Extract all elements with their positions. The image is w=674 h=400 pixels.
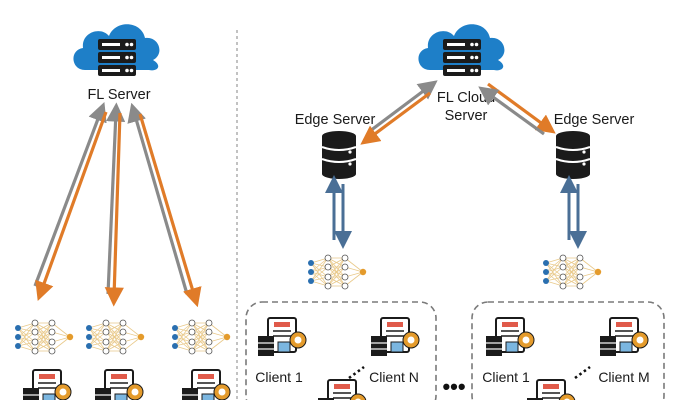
client-continuation-dots [574, 365, 591, 380]
downlink-arrow [138, 113, 202, 308]
downlink-arrow [35, 111, 108, 302]
neural-network-icon [307, 254, 367, 290]
client-device-icon [22, 369, 72, 400]
neural-network-icon [542, 254, 602, 290]
client-device-icon [370, 317, 420, 357]
fl-cloud-label: Server [445, 108, 488, 124]
neural-network-icon [14, 319, 74, 355]
client-continuation-dots [348, 365, 365, 380]
fl-cloud-server-icon [418, 24, 505, 76]
client-device-icon [317, 379, 367, 400]
client-device-icon [94, 369, 144, 400]
downlink-arrow [478, 86, 545, 136]
uplink-arrow [487, 82, 556, 134]
uplink-arrow [127, 102, 189, 295]
neural-network-icon [85, 319, 145, 355]
client-device-icon [599, 317, 649, 357]
client-device-icon [485, 317, 535, 357]
client-device-icon [257, 317, 307, 357]
client-group-right [471, 301, 665, 400]
edge-server-db-icon [555, 130, 591, 180]
edge-server-label-right: Edge Server [554, 112, 635, 128]
client-label: Client N [369, 369, 419, 385]
group-ellipsis: ••• [442, 374, 465, 399]
client-group-left [245, 301, 437, 400]
uplink-arrow [369, 80, 438, 133]
downlink-arrow [360, 91, 431, 145]
neural-network-icon [171, 319, 231, 355]
client-label: Client 1 [255, 369, 303, 385]
fl-server-cloud-icon [73, 24, 160, 76]
client-label: Client 1 [482, 369, 530, 385]
uplink-arrow [105, 102, 126, 295]
client-device-icon [181, 369, 231, 400]
client-label: Client M [598, 369, 649, 385]
client-device-icon [526, 379, 576, 400]
edge-server-label-left: Edge Server [295, 112, 376, 128]
uplink-arrow [33, 102, 107, 287]
downlink-arrow [104, 112, 124, 307]
edge-server-db-icon [321, 130, 357, 180]
fl-server-label: FL Server [87, 87, 150, 103]
